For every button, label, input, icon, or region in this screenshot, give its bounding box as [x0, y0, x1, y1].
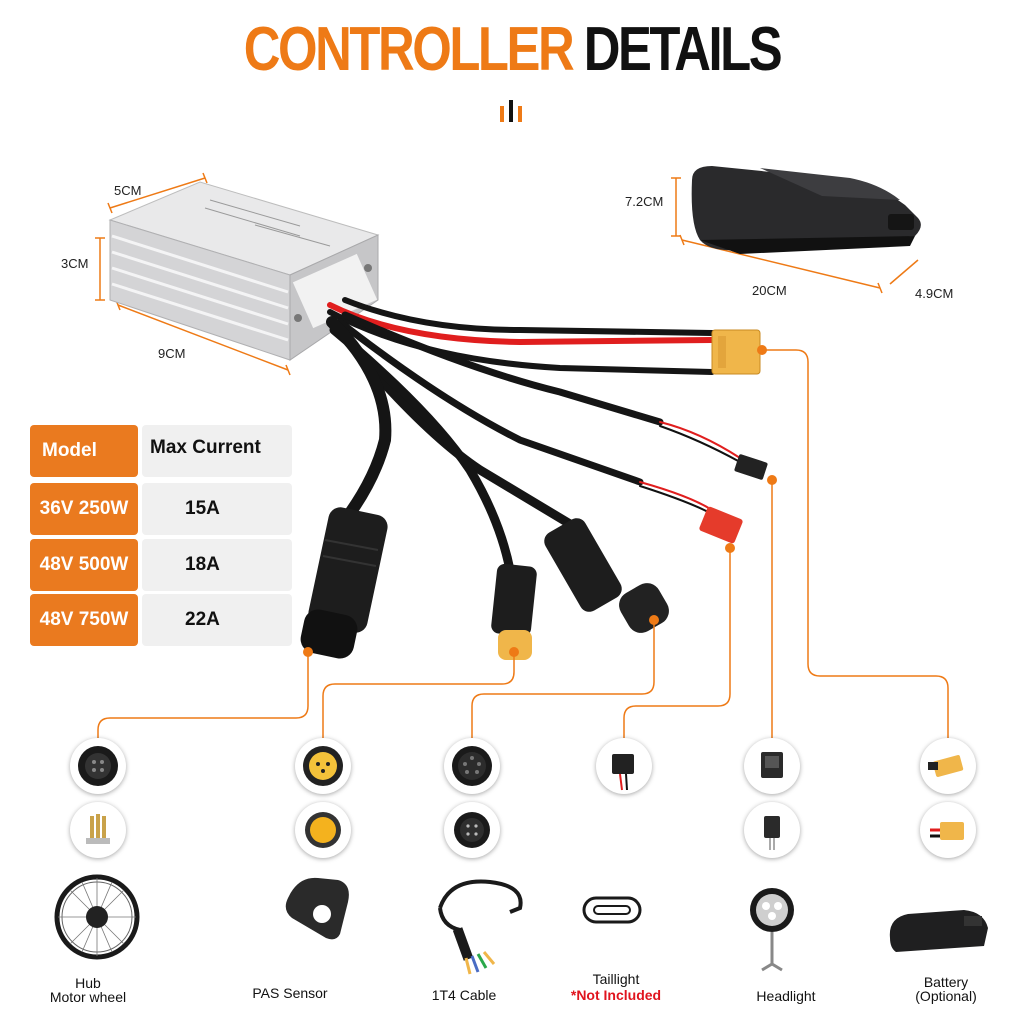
motor-plug-icon	[70, 738, 126, 794]
motor-pins-icon	[70, 802, 126, 858]
controller-box	[108, 181, 380, 361]
taillight-label: Taillight *Not Included	[556, 972, 676, 1002]
not-included-note: *Not Included	[570, 987, 662, 1003]
pas-sensor-label: PAS Sensor	[252, 985, 328, 1001]
cable-label: 1T4 Cable	[431, 987, 497, 1003]
taillight-plug	[699, 506, 743, 544]
taillight-plug-icon	[596, 738, 652, 794]
battery-label-line2: (Optional)	[915, 988, 977, 1004]
pas-sensor-icon	[285, 877, 349, 940]
title-part2: DETAILS	[583, 15, 783, 84]
table-row-current: 15A	[142, 483, 292, 535]
cable-plug-icon	[444, 738, 500, 794]
hub-label-line2: Motor wheel	[49, 989, 127, 1005]
battery-length-label: 20CM	[752, 283, 787, 298]
battery-pack	[691, 166, 921, 254]
table-row-model: 36V 250W	[30, 483, 138, 535]
controller-dimension-lines	[95, 172, 919, 376]
controller-height-label: 3CM	[61, 256, 89, 271]
table-row-current: 18A	[142, 539, 292, 591]
headlight-socket-icon	[744, 802, 800, 858]
battery-height-label: 7.2CM	[625, 194, 664, 209]
battery-label: Battery (Optional)	[886, 975, 1006, 1003]
table-header-model: Model	[30, 425, 138, 477]
taillight-label-name: Taillight	[592, 971, 640, 987]
table-header-current: Max Current	[142, 425, 292, 477]
battery-socket-icon	[920, 802, 976, 858]
table-row-current: 22A	[142, 594, 292, 646]
table-row-model: 48V 500W	[30, 539, 138, 591]
title-decoration-icon	[500, 100, 522, 122]
headlight-plug-icon	[744, 738, 800, 794]
pas-socket-icon	[295, 802, 351, 858]
controller-length-label: 9CM	[158, 346, 186, 361]
hub-motor-wheel-icon	[54, 874, 140, 960]
title-part1: CONTROLLER	[243, 15, 575, 84]
pas-plug-icon	[295, 738, 351, 794]
taillight-icon	[582, 896, 642, 924]
hub-motor-label: Hub Motor wheel	[28, 976, 148, 1004]
headlight-plug	[734, 454, 768, 480]
controller-width-label: 5CM	[114, 183, 142, 198]
cable-icon	[438, 879, 523, 975]
leader-lines	[97, 349, 949, 740]
battery-icon	[889, 910, 988, 952]
battery-plug-icon	[920, 738, 976, 794]
xt60-connector	[711, 329, 761, 375]
table-row-model: 48V 750W	[30, 594, 138, 646]
headlight-label: Headlight	[756, 988, 816, 1004]
hub-label-line1: Hub	[75, 975, 101, 991]
headlight-icon	[750, 888, 794, 972]
motor-connector	[300, 507, 388, 659]
cable-socket-icon	[444, 802, 500, 858]
battery-width-label: 4.9CM	[915, 286, 954, 301]
pas-connector	[491, 563, 537, 660]
battery-label-line1: Battery	[923, 974, 969, 990]
